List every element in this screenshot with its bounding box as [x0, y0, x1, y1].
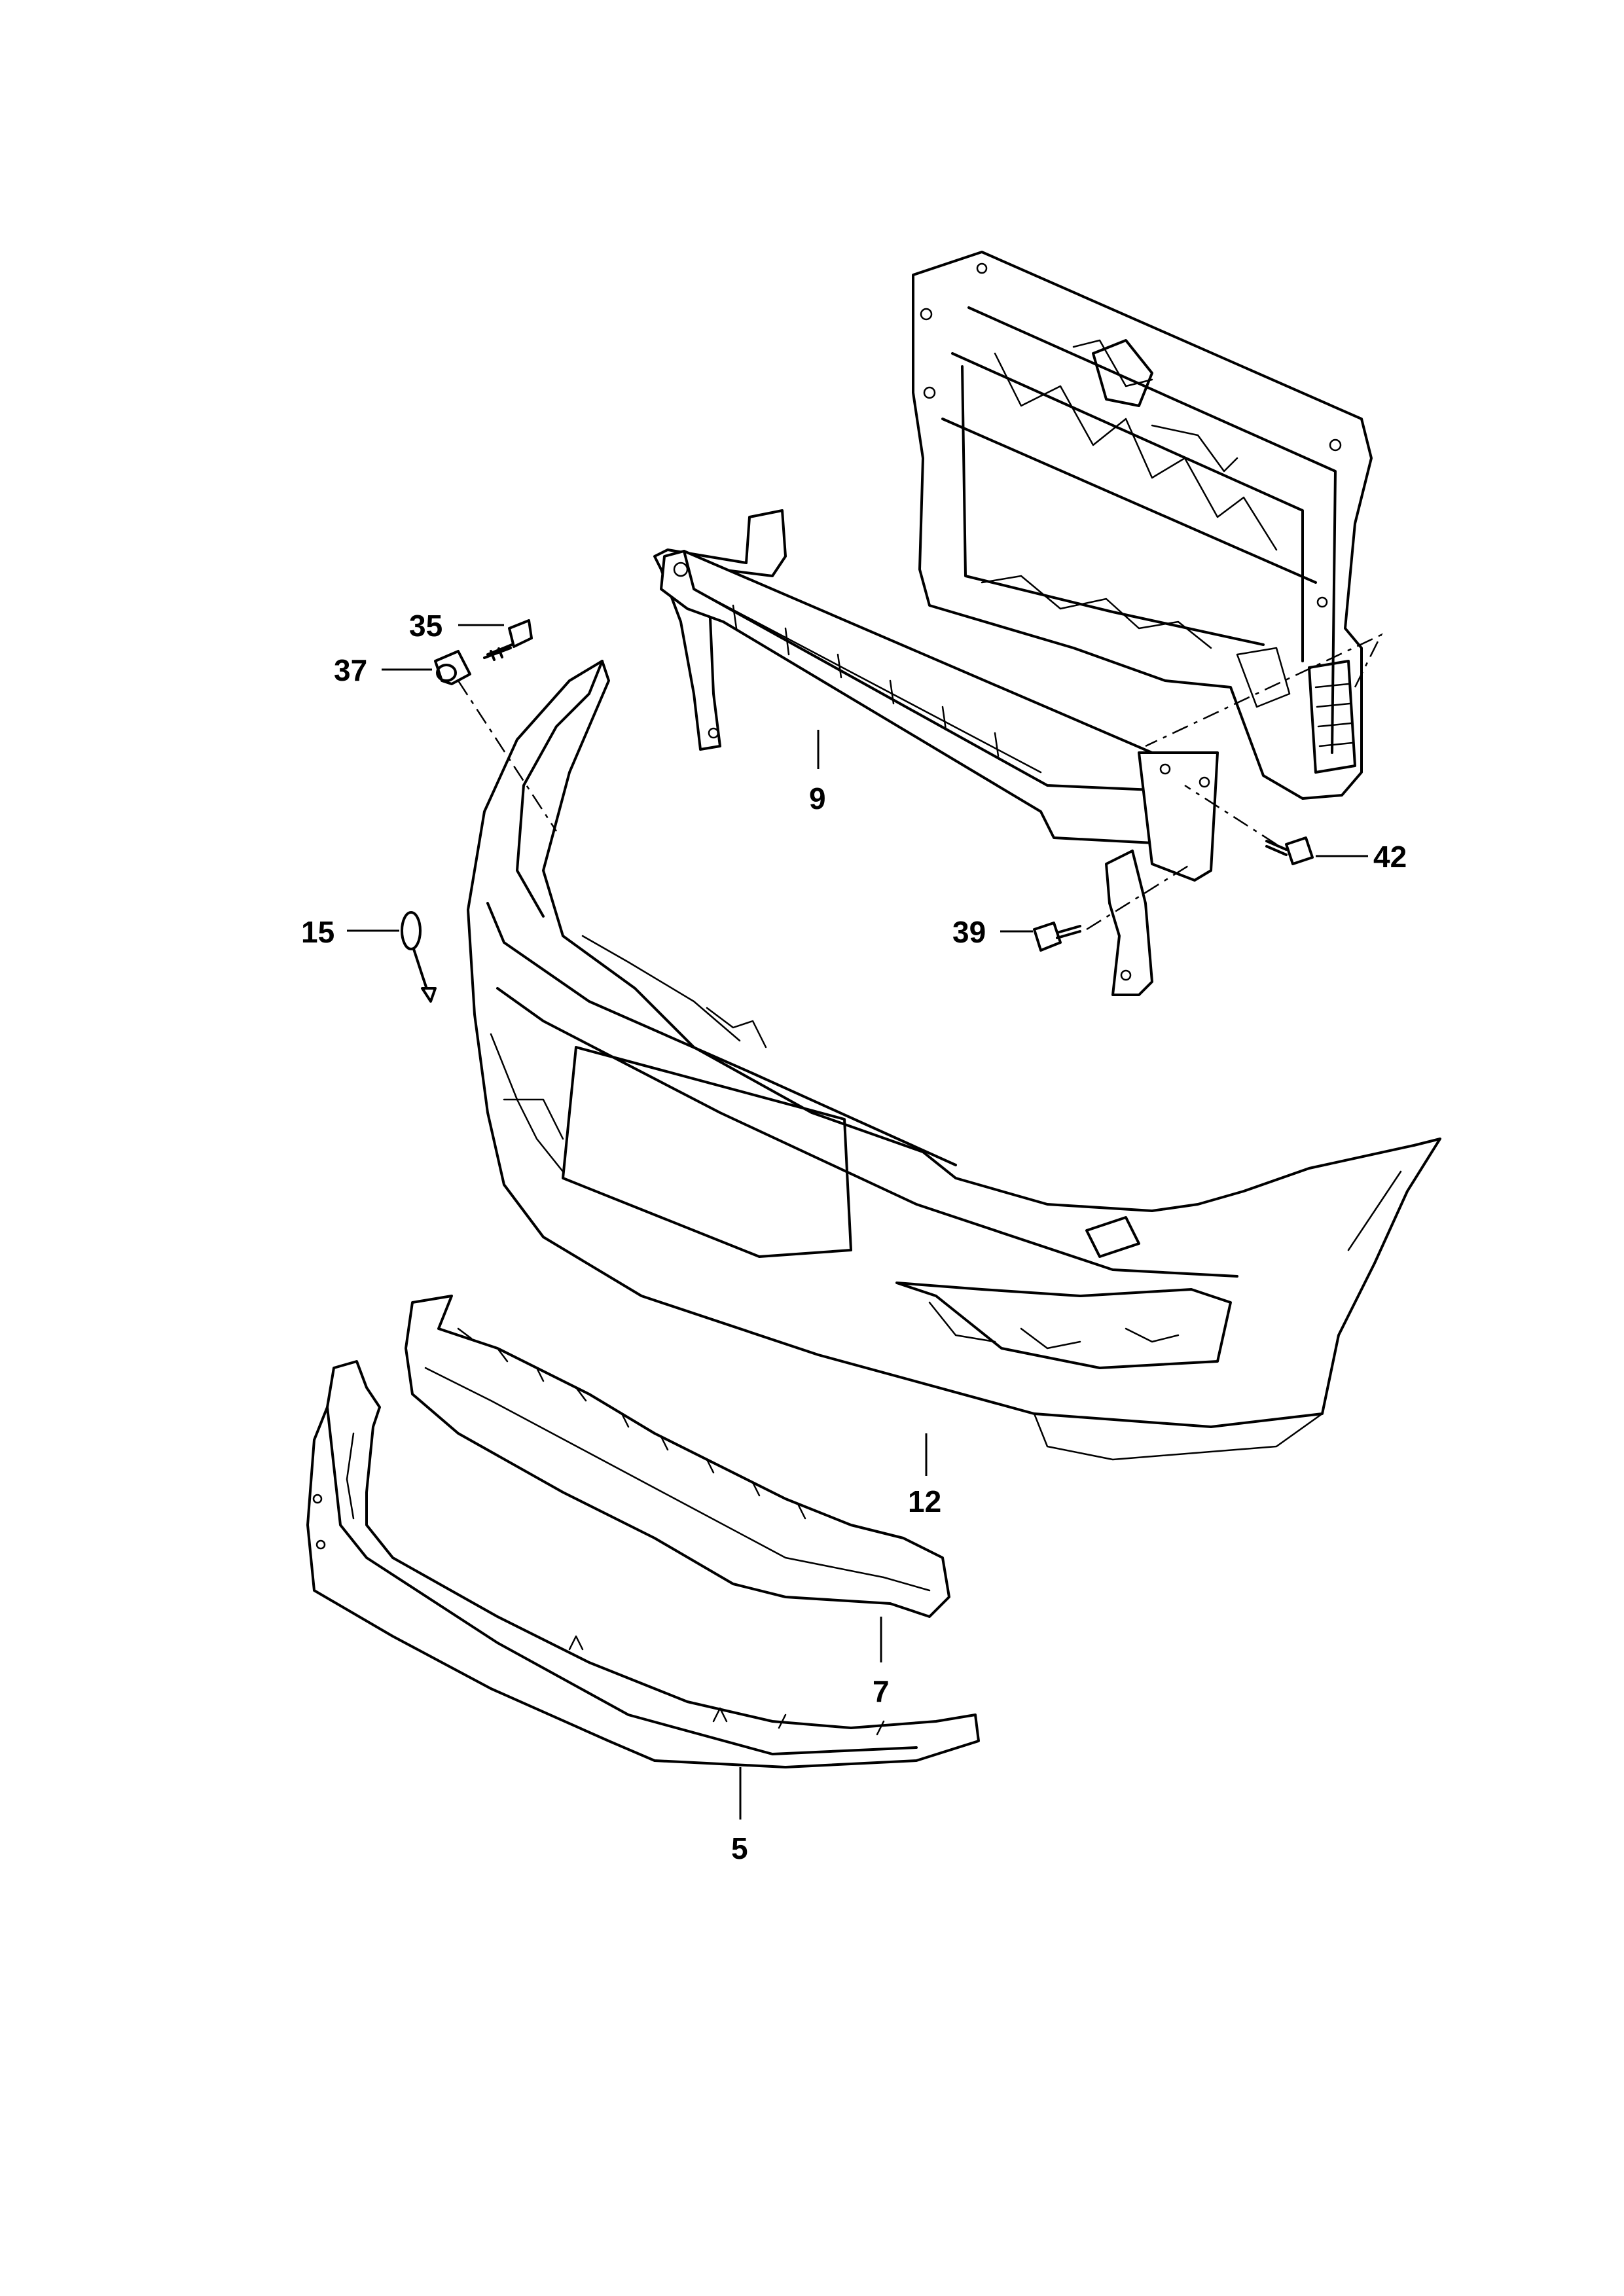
callout-9: 9	[809, 781, 826, 816]
bumper-reinforcement-bar	[653, 509, 1219, 996]
bolt-39	[1033, 922, 1081, 952]
bumper-cover	[467, 660, 1441, 1461]
leader-lines	[347, 624, 1368, 1820]
bolt-42	[1265, 836, 1314, 865]
callout-39: 39	[952, 915, 986, 949]
callout-5: 5	[731, 1831, 748, 1865]
callout-7: 7	[873, 1674, 890, 1708]
callout-15: 15	[301, 915, 334, 949]
callout-35: 35	[409, 609, 442, 643]
tow-eye-cap-15	[401, 911, 437, 1003]
clip-nut-37	[434, 650, 471, 685]
front-panel-carrier	[912, 251, 1373, 800]
callout-42: 42	[1373, 840, 1407, 874]
callout-12: 12	[908, 1484, 941, 1518]
callout-37: 37	[334, 653, 367, 687]
callout-labels: 35 37 9 42 15 39 12 7 5	[301, 609, 1407, 1865]
bolt-35	[483, 619, 533, 661]
lower-grille-strip	[405, 1295, 950, 1618]
assembly-lines	[457, 633, 1383, 931]
spoiler-lip	[306, 1360, 980, 1768]
